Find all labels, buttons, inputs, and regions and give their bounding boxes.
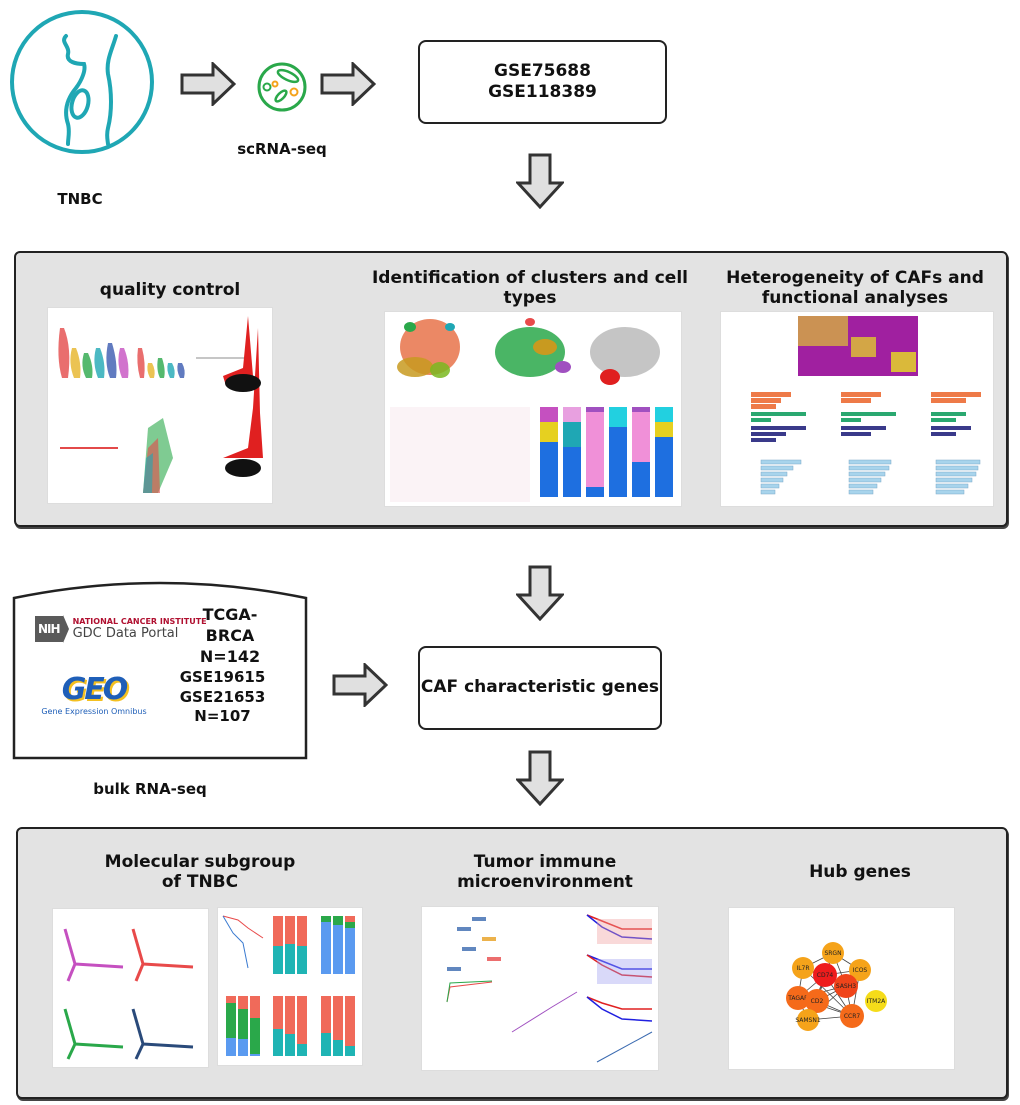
geo-logo: GEO Gene Expression Omnibus	[35, 672, 153, 716]
qc-scatter-b	[60, 418, 173, 493]
tcga-label: TCGA-BRCA N=142	[180, 605, 280, 667]
arrow-right-2	[320, 62, 376, 106]
scrna-label: scRNA-seq	[237, 140, 327, 158]
caf-genes-box: CAF characteristic genes	[418, 646, 662, 730]
tme-figure	[421, 906, 659, 1071]
hub-node-sash3: SASH3	[834, 974, 858, 998]
tnbc-label: TNBC	[57, 190, 103, 208]
hub-network-figure: SRGN IL7R CD74 ICOS SASH3 TAGAP CD2 ITM2…	[728, 907, 955, 1070]
arrow-down-3	[516, 750, 564, 806]
subgroup-title: Molecular subgroup of TNBC	[104, 852, 296, 893]
nih-name: NATIONAL CANCER INSTITUTE	[72, 617, 207, 626]
bar-panel-f	[321, 996, 355, 1056]
feature-plots	[390, 407, 530, 502]
geo-name: Gene Expression Omnibus	[41, 707, 147, 716]
hub-node-icos: ICOS	[849, 959, 871, 981]
qc-violins	[58, 328, 244, 378]
cell-icon	[255, 60, 309, 114]
trajectory-figure	[52, 908, 209, 1068]
cluster-figure	[384, 311, 682, 507]
arrow-right-1	[180, 62, 236, 106]
nih-portal: GDC Data Portal	[72, 626, 179, 641]
qc-scatter-c	[223, 316, 263, 477]
go-bars	[751, 392, 981, 409]
tme-title: Tumor immune microenvironment	[457, 852, 633, 893]
nih-logo: NIH NATIONAL CANCER INSTITUTE GDC Data P…	[35, 615, 207, 643]
hub-title: Hub genes	[809, 862, 911, 882]
km-curves	[586, 914, 653, 1063]
umap-plots	[397, 318, 660, 385]
scrna-dataset-box: GSE75688 GSE118389	[418, 40, 667, 124]
geo-label: GSE19615 GSE21653 N=107	[170, 668, 275, 727]
arrow-down-2	[516, 565, 564, 621]
bar-panel-d	[226, 996, 260, 1056]
hub-node-cd74: CD74	[813, 963, 837, 987]
qc-figure	[47, 307, 273, 504]
arrow-down-1	[516, 153, 564, 209]
hub-node-ccr7: CCR7	[840, 1004, 864, 1028]
tcga-n: N=142	[199, 646, 261, 666]
caf-genes-label: CAF characteristic genes	[420, 677, 660, 698]
bar-panel-c	[321, 916, 355, 974]
dataset-1: GSE75688	[494, 60, 591, 81]
qc-title: quality control	[99, 280, 241, 300]
caf-title: Heterogeneity of CAFs and functional ana…	[726, 268, 984, 309]
geo-wordmark: GEO	[61, 672, 129, 707]
subgroup-bars-figure	[217, 907, 363, 1066]
nih-badge: NIH	[35, 616, 63, 642]
hub-node-il7r: IL7R	[792, 957, 814, 979]
tnbc-icon	[8, 8, 156, 156]
geo-set-2: GSE21653	[179, 687, 266, 706]
caf-figure	[720, 311, 994, 507]
dataset-2: GSE118389	[488, 82, 597, 102]
hub-node-itm2a: ITM2A	[865, 990, 887, 1012]
geo-n: N=107	[194, 707, 251, 725]
arrow-right-3	[332, 663, 388, 707]
hub-node-srgn: SRGN	[822, 942, 844, 964]
stacked-bar	[540, 407, 673, 497]
hub-node-samsn1: SAMSN1	[795, 1009, 821, 1031]
bulk-data-box	[12, 574, 308, 760]
clusters-title: Identification of clusters and cell type…	[371, 268, 688, 309]
boxplots	[447, 917, 501, 971]
geo-set-1: GSE19615	[179, 668, 266, 686]
bulk-label: bulk RNA-seq	[93, 780, 207, 798]
tcga-name: TCGA-BRCA	[202, 605, 258, 645]
bar-panel-e	[273, 996, 307, 1056]
bar-panel-b	[273, 916, 307, 974]
